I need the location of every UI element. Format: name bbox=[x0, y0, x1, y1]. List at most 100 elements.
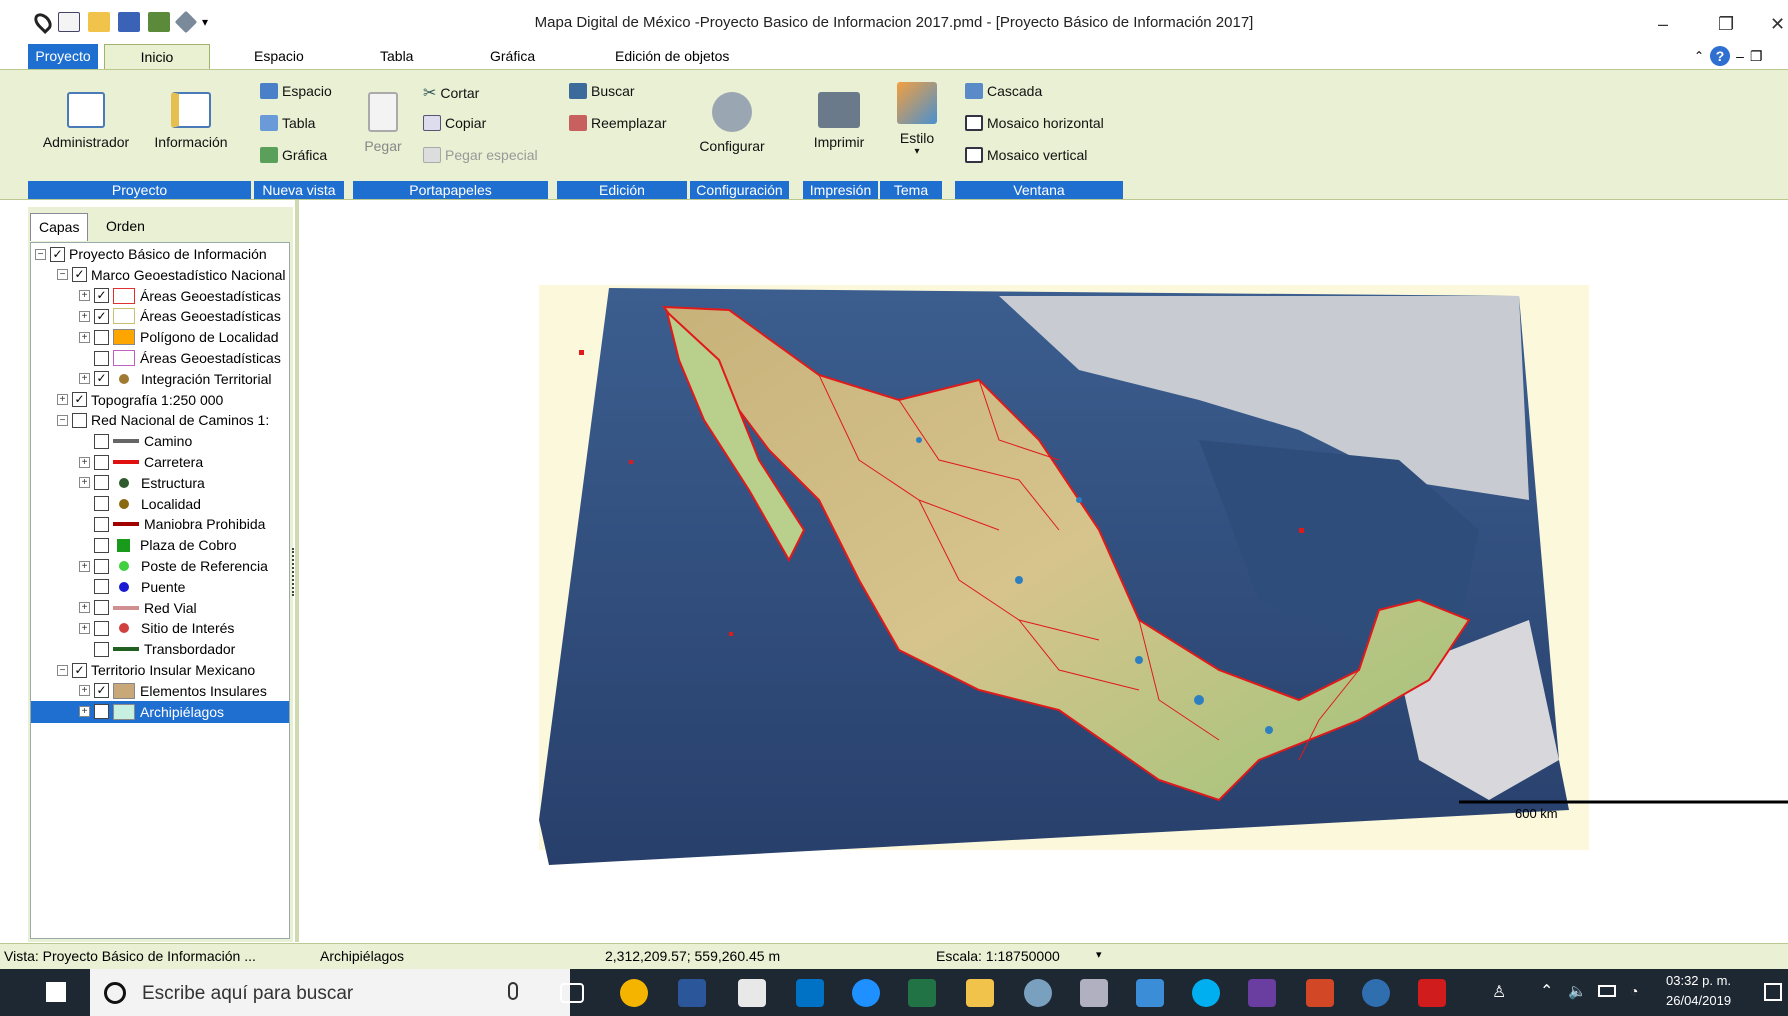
wifi-icon[interactable]: ◔ bbox=[1630, 983, 1639, 999]
layer-tree-row[interactable]: Camino bbox=[31, 430, 289, 452]
layer-visibility-checkbox[interactable] bbox=[94, 641, 109, 657]
open-folder-icon[interactable] bbox=[88, 12, 110, 32]
collapse-icon[interactable]: − bbox=[57, 664, 68, 676]
collapse-icon[interactable]: − bbox=[35, 248, 46, 260]
battery-icon[interactable] bbox=[1598, 985, 1616, 997]
collapse-icon[interactable]: − bbox=[57, 269, 68, 281]
app-bird-icon[interactable] bbox=[1080, 979, 1108, 1007]
layer-visibility-checkbox[interactable]: ✓ bbox=[50, 246, 65, 262]
cortar-button[interactable]: ✂Cortar bbox=[423, 83, 479, 103]
expand-icon[interactable]: + bbox=[79, 331, 90, 343]
file-explorer-icon[interactable] bbox=[966, 979, 994, 1007]
mosaico-horizontal-button[interactable]: Mosaico horizontal bbox=[965, 115, 1104, 131]
new-file-icon[interactable] bbox=[58, 12, 80, 32]
layer-visibility-checkbox[interactable] bbox=[94, 600, 109, 616]
expand-icon[interactable]: + bbox=[57, 394, 68, 406]
mosaico-vertical-button[interactable]: Mosaico vertical bbox=[965, 147, 1087, 163]
configurar-button[interactable]: Configurar bbox=[692, 92, 772, 154]
task-view-icon[interactable] bbox=[560, 983, 584, 1003]
outlook-icon[interactable] bbox=[796, 979, 824, 1007]
layer-visibility-checkbox[interactable]: ✓ bbox=[72, 662, 87, 678]
microphone-icon[interactable] bbox=[508, 982, 518, 1000]
edge-icon[interactable] bbox=[852, 979, 880, 1007]
people-icon[interactable]: ♙ bbox=[1492, 984, 1507, 1001]
layer-tree-row[interactable]: +Estructura bbox=[31, 472, 289, 494]
tab-edicion-objetos[interactable]: Edición de objetos bbox=[615, 48, 730, 64]
expand-icon[interactable]: + bbox=[79, 290, 90, 302]
restore-button[interactable]: ❐ bbox=[1718, 14, 1735, 34]
tab-espacio[interactable]: Espacio bbox=[254, 48, 304, 64]
skype-icon[interactable] bbox=[1192, 979, 1220, 1007]
map-view[interactable]: 600 km bbox=[295, 200, 1788, 942]
powerpoint-icon[interactable] bbox=[1306, 979, 1334, 1007]
layer-visibility-checkbox[interactable]: ✓ bbox=[94, 288, 109, 304]
buscar-button[interactable]: Buscar bbox=[569, 83, 635, 99]
collapse-ribbon-icon[interactable]: ⌃ bbox=[1694, 49, 1705, 63]
clock-date[interactable]: 26/04/2019 bbox=[1666, 993, 1732, 1008]
layer-tree-row[interactable]: Maniobra Prohibida bbox=[31, 513, 289, 535]
pegar-button[interactable]: Pegar bbox=[360, 92, 406, 154]
layer-tree-row[interactable]: −✓Proyecto Básico de Información bbox=[31, 243, 289, 265]
layer-tree-row[interactable]: Transbordador bbox=[31, 638, 289, 660]
clock-time[interactable]: 03:32 p. m. bbox=[1666, 973, 1732, 988]
layer-visibility-checkbox[interactable] bbox=[94, 537, 109, 553]
layer-tree-row[interactable]: +✓Áreas Geoestadísticas bbox=[31, 305, 289, 327]
layer-visibility-checkbox[interactable]: ✓ bbox=[72, 392, 87, 408]
layer-visibility-checkbox[interactable] bbox=[72, 412, 87, 428]
layer-tree-row[interactable]: +✓Archipiélagos bbox=[31, 700, 289, 723]
calculator-icon[interactable] bbox=[738, 979, 766, 1007]
layer-tree-row[interactable]: +Carretera bbox=[31, 451, 289, 473]
layer-visibility-checkbox[interactable] bbox=[94, 475, 109, 491]
layer-visibility-checkbox[interactable] bbox=[94, 516, 109, 532]
layer-tree-row[interactable]: +✓Elementos Insulares bbox=[31, 680, 289, 702]
yammer-icon[interactable] bbox=[1248, 979, 1276, 1007]
nueva-vista-espacio-button[interactable]: Espacio bbox=[260, 83, 332, 99]
layer-tree-row[interactable]: +✓Áreas Geoestadísticas bbox=[31, 285, 289, 307]
expand-icon[interactable]: + bbox=[79, 602, 90, 614]
layer-tree-row[interactable]: Puente bbox=[31, 576, 289, 598]
administrador-button[interactable]: Administrador bbox=[38, 92, 134, 150]
expand-icon[interactable]: + bbox=[79, 477, 90, 489]
layer-tree-row[interactable]: +Polígono de Localidad bbox=[31, 326, 289, 348]
collapse-icon[interactable]: − bbox=[57, 414, 68, 426]
word-icon[interactable] bbox=[678, 979, 706, 1007]
nueva-vista-tabla-button[interactable]: Tabla bbox=[260, 115, 315, 131]
expand-icon[interactable]: + bbox=[79, 560, 90, 572]
estilo-dropdown-icon[interactable]: ▾ bbox=[914, 146, 920, 157]
layer-tree-row[interactable]: −✓Territorio Insular Mexicano bbox=[31, 659, 289, 681]
layer-tree-row[interactable]: Localidad bbox=[31, 493, 289, 515]
expand-icon[interactable]: + bbox=[79, 622, 90, 634]
scale-dropdown-icon[interactable]: ▾ bbox=[1096, 949, 1102, 961]
imprimir-button[interactable]: Imprimir bbox=[800, 92, 878, 150]
layer-visibility-checkbox[interactable]: ✓ bbox=[94, 371, 109, 387]
layer-visibility-checkbox[interactable] bbox=[94, 620, 109, 636]
layer-visibility-checkbox[interactable] bbox=[94, 496, 109, 512]
properties-icon[interactable] bbox=[148, 12, 170, 32]
copiar-button[interactable]: Copiar bbox=[423, 115, 486, 131]
app-window-icon[interactable] bbox=[1136, 979, 1164, 1007]
restore-doc-icon[interactable]: ❐ bbox=[1749, 47, 1763, 64]
tab-capas[interactable]: Capas bbox=[30, 213, 89, 241]
chrome-icon[interactable] bbox=[620, 979, 648, 1007]
tab-inicio[interactable]: Inicio bbox=[104, 44, 210, 70]
layer-visibility-checkbox[interactable] bbox=[94, 350, 109, 366]
help-icon[interactable]: ? bbox=[1710, 46, 1731, 66]
cascada-button[interactable]: Cascada bbox=[965, 83, 1042, 99]
app-globe-icon[interactable] bbox=[1024, 979, 1052, 1007]
tab-orden[interactable]: Orden bbox=[106, 218, 145, 234]
layer-visibility-checkbox[interactable] bbox=[94, 433, 109, 449]
tab-grafica[interactable]: Gráfica bbox=[490, 48, 536, 64]
panel-splitter[interactable] bbox=[292, 548, 296, 596]
expand-icon[interactable]: + bbox=[79, 685, 90, 697]
minimize-button[interactable]: – bbox=[1658, 14, 1669, 34]
layer-visibility-checkbox[interactable] bbox=[94, 329, 109, 345]
layer-tree-row[interactable]: +✓Topografía 1:250 000 bbox=[31, 389, 289, 411]
acrobat-icon[interactable] bbox=[1418, 979, 1446, 1007]
windows-start-icon[interactable] bbox=[46, 982, 66, 1002]
map-canvas[interactable]: 600 km bbox=[299, 200, 1788, 942]
layer-tree-row[interactable]: +Red Vial bbox=[31, 597, 289, 619]
layer-visibility-checkbox[interactable] bbox=[94, 454, 109, 470]
layer-tree-row[interactable]: −Red Nacional de Caminos 1: bbox=[31, 409, 289, 431]
layer-visibility-checkbox[interactable]: ✓ bbox=[94, 704, 109, 720]
tab-proyecto[interactable]: Proyecto bbox=[28, 44, 98, 70]
